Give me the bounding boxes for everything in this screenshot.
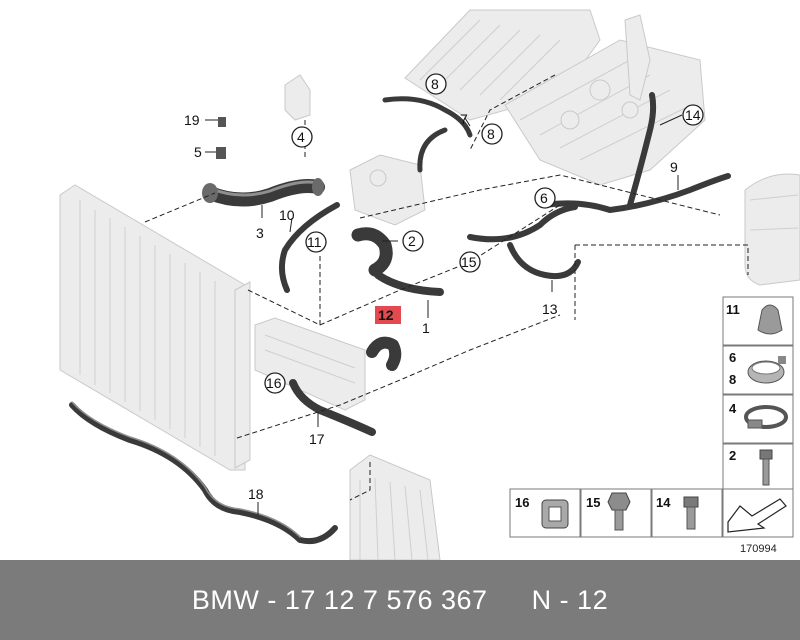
callout-18: 18 <box>248 486 264 502</box>
callout-3: 3 <box>256 225 264 241</box>
callout-13: 13 <box>542 301 558 317</box>
cooling-system-diagram: 1 3 5 7 9 10 12 13 17 18 19 2 4 6 8 8 11… <box>59 9 800 560</box>
legend-label-16: 16 <box>515 495 529 510</box>
hoses <box>69 92 731 545</box>
engine-block-drawing <box>404 9 706 186</box>
legend-label-4: 4 <box>729 401 737 416</box>
part-number-footer: BMW - 17 12 7 576 367 N - 12 <box>0 560 800 640</box>
radiator-drawing <box>59 184 251 471</box>
leader-lines <box>144 74 749 515</box>
drawing-number: 170994 <box>740 543 777 555</box>
legend-bottom-row: 16 15 14 <box>509 488 794 538</box>
callout-16: 16 <box>266 375 282 391</box>
hose-clip-icon <box>757 304 783 335</box>
callout-1: 1 <box>422 320 430 336</box>
legend-label-2: 2 <box>729 448 736 463</box>
callout-6: 6 <box>540 190 548 206</box>
callout-14: 14 <box>685 107 701 123</box>
arrow-icon <box>727 498 787 533</box>
callout-17: 17 <box>309 431 325 447</box>
legend-label-6: 6 <box>729 350 736 365</box>
callout-10: 10 <box>279 207 295 223</box>
callouts: 1 3 5 7 9 10 12 13 17 18 19 2 4 6 8 8 11… <box>184 73 704 502</box>
bolt-icon <box>759 449 773 486</box>
callout-9: 9 <box>670 159 678 175</box>
callout-4: 4 <box>297 129 305 145</box>
thermostat-housing-drawing <box>349 154 426 226</box>
small-tank-drawing <box>284 74 311 121</box>
expansion-tank-drawing <box>744 173 800 286</box>
callout-12: 12 <box>378 307 394 323</box>
legend-label-14: 14 <box>656 495 671 510</box>
legend-label-11: 11 <box>726 302 740 317</box>
callout-11: 11 <box>307 234 322 250</box>
callout-19: 19 <box>184 112 200 128</box>
callout-8b: 8 <box>487 126 495 142</box>
callout-5: 5 <box>194 144 202 160</box>
band-clamp-icon <box>747 356 786 384</box>
legend-label-15: 15 <box>586 495 600 510</box>
lower-cooler-drawing <box>349 454 441 560</box>
position-number-text: N - 12 <box>531 584 609 615</box>
worm-clamp-icon <box>744 405 788 429</box>
callout-8a: 8 <box>431 76 439 92</box>
bolt-icon <box>683 496 699 530</box>
fittings <box>202 117 324 203</box>
callout-15: 15 <box>461 254 477 270</box>
coolant-reservoir-drawing <box>254 317 366 411</box>
grommet-icon <box>541 499 569 529</box>
legend-label-8: 8 <box>729 372 736 387</box>
hex-screw-icon <box>607 492 631 531</box>
part-number-text: BMW - 17 12 7 576 367 <box>191 584 488 615</box>
highlight-marker <box>375 306 401 324</box>
callout-2: 2 <box>408 233 416 249</box>
legend-right-column: 11 6 8 4 2 <box>722 296 794 493</box>
callout-7: 7 <box>460 111 468 127</box>
